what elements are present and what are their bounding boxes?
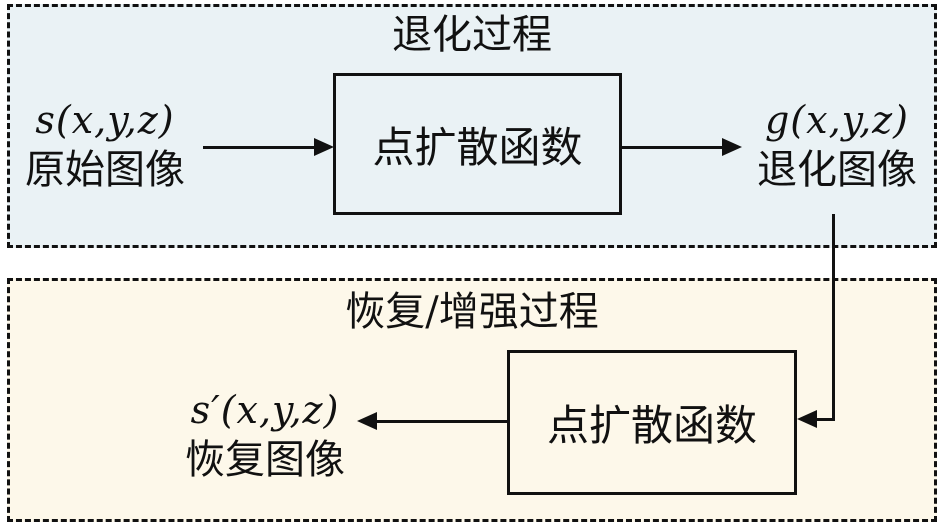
arrow-psf-to-restored-line bbox=[376, 420, 507, 423]
arrow-left-icon bbox=[797, 410, 817, 428]
degraded-image-label: g(x,y,z) 退化图像 bbox=[742, 95, 932, 195]
arrow-right-icon bbox=[314, 138, 334, 156]
arrow-right-icon bbox=[722, 138, 742, 156]
arrow-psf-to-degraded-line bbox=[622, 146, 723, 149]
original-image-label: s(x,y,z) 原始图像 bbox=[10, 95, 200, 195]
connector-degraded-to-psf-vertical-line bbox=[832, 214, 835, 421]
arrow-original-to-psf-line bbox=[203, 146, 315, 149]
psf-box-restoration: 点扩散函数 bbox=[507, 350, 797, 495]
original-image-math: s(x,y,z) bbox=[35, 98, 175, 142]
restoration-panel bbox=[7, 278, 937, 522]
psf-box-restoration-label: 点扩散函数 bbox=[546, 401, 757, 450]
arrow-left-icon bbox=[357, 412, 377, 430]
degraded-image-caption: 退化图像 bbox=[757, 147, 917, 193]
restored-image-label: s′(x,y,z) 恢复图像 bbox=[170, 385, 360, 485]
psf-box-degradation-label: 点扩散函数 bbox=[372, 122, 583, 172]
degraded-image-math: g(x,y,z) bbox=[764, 98, 909, 142]
restored-image-math: s′(x,y,z) bbox=[190, 388, 340, 432]
restored-image-caption: 恢复图像 bbox=[185, 437, 345, 483]
connector-degraded-to-psf-horizontal-line bbox=[815, 418, 835, 421]
psf-box-degradation: 点扩散函数 bbox=[333, 73, 622, 215]
degradation-panel-title: 退化过程 bbox=[392, 12, 552, 58]
restoration-panel-title: 恢复/增强过程 bbox=[345, 289, 599, 335]
original-image-caption: 原始图像 bbox=[25, 147, 185, 193]
degradation-panel bbox=[7, 4, 937, 248]
